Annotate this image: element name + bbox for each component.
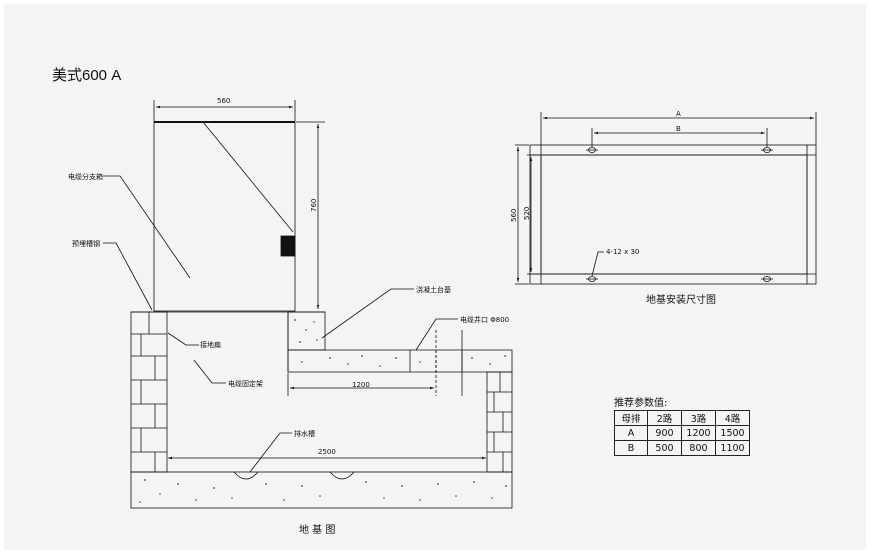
table-cell: 800 — [681, 440, 716, 456]
table-cell: A — [614, 425, 648, 441]
label-concrete-base: 浇凝土台基 — [416, 286, 451, 294]
caption-install-size: 地基安装尺寸图 — [646, 295, 716, 306]
label-bolt-holes: 4-12 x 30 — [606, 248, 640, 256]
table-cell: 500 — [647, 440, 682, 456]
label-cable-branch-box: 电缆分支箱 — [68, 173, 103, 181]
dim-560-top: 560 — [217, 97, 231, 105]
bottom-slab — [130, 471, 513, 509]
table-title: 推荐参数值: — [614, 398, 668, 409]
table-header-row: 母排 2路 3路 4路 — [614, 410, 750, 426]
table-header-cell: 3路 — [681, 410, 716, 426]
left-brick-wall — [130, 311, 168, 473]
install-frame-outer — [529, 144, 817, 285]
cabinet-outline — [153, 121, 296, 312]
table-cell: B — [614, 440, 648, 456]
dim-A: A — [676, 110, 681, 118]
dim-1200: 1200 — [352, 381, 370, 389]
table-cell: 1100 — [715, 440, 750, 456]
table-cell: 900 — [647, 425, 682, 441]
caption-foundation: 地 基 图 — [299, 525, 336, 536]
install-frame-inner — [540, 154, 808, 275]
drawing-title: 美式600 A — [52, 67, 122, 84]
table-header-cell: 4路 — [715, 410, 750, 426]
label-drain-groove: 排水槽 — [294, 430, 315, 438]
dim-560-side: 560 — [510, 208, 518, 222]
concrete-pad — [287, 311, 326, 351]
label-cable-well: 电缆井口 Φ800 — [460, 316, 510, 324]
table-header-cell: 2路 — [647, 410, 682, 426]
bolt-holes — [586, 147, 773, 282]
dim-B: B — [676, 125, 681, 133]
label-ground-bar: 接地扁 — [200, 341, 221, 349]
dim-760: 760 — [310, 198, 318, 212]
right-brick-wall — [486, 371, 513, 473]
label-embedded-channel: 预埋槽钢 — [72, 240, 100, 248]
table-header-cell: 母排 — [614, 410, 648, 426]
table-cell: 1200 — [681, 425, 716, 441]
cabinet-handle — [280, 235, 296, 257]
label-cable-bracket: 电缆固定架 — [228, 380, 263, 388]
table-row: A 900 1200 1500 — [614, 425, 750, 441]
parameter-table: 母排 2路 3路 4路 A 900 1200 1500 B 500 800 11… — [614, 410, 750, 456]
table-cell: 1500 — [715, 425, 750, 441]
dim-520: 520 — [523, 206, 531, 220]
dim-2500: 2500 — [318, 448, 336, 456]
table-row: B 500 800 1100 — [614, 440, 750, 456]
